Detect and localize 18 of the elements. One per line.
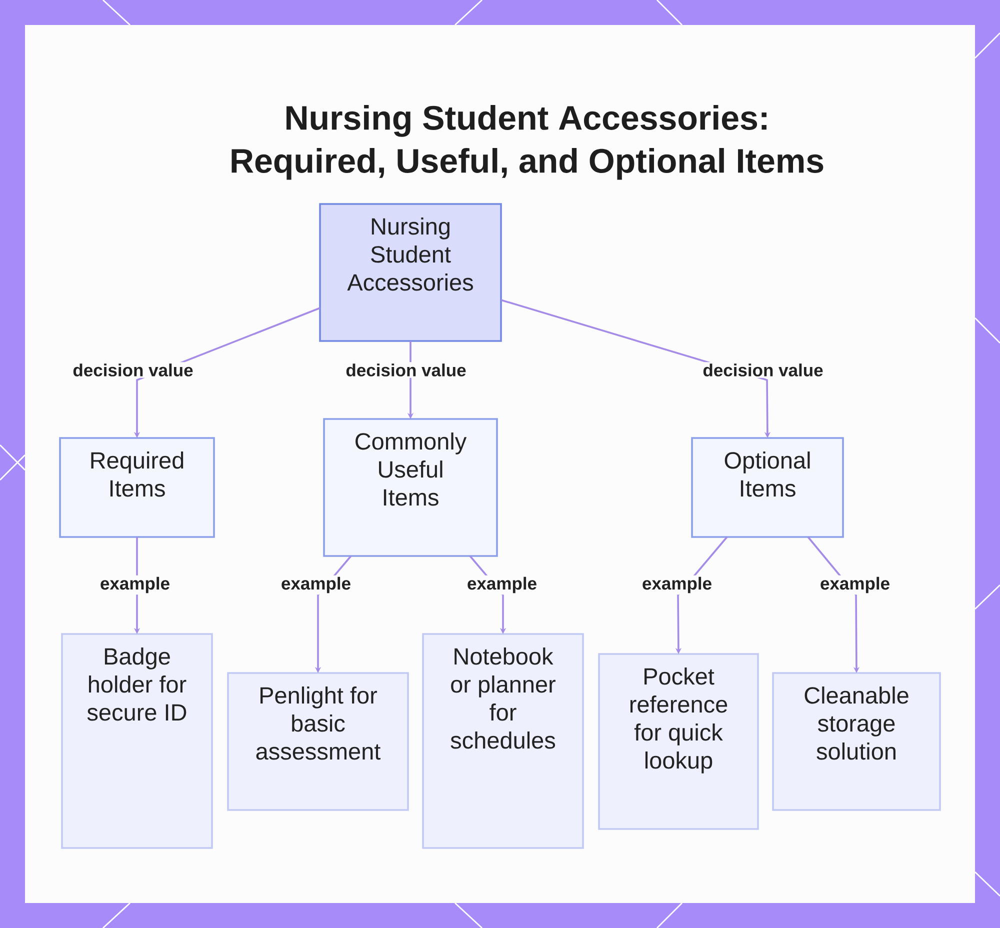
edge-label: decision value (71, 362, 195, 378)
edge-label: example (640, 575, 714, 595)
edge-label: example (279, 575, 353, 595)
item-box: Pocket reference for quick lookup (598, 653, 759, 830)
edge-label: example (818, 575, 892, 595)
item-box: Badge holder for secure ID (61, 633, 213, 849)
edge-label: decision value (344, 362, 468, 378)
category-box: Commonly Useful Items (323, 418, 498, 557)
title: Nursing Student Accessories: Required, Useful, and Optional Items (232, 105, 824, 180)
category-box: Required Items (59, 437, 215, 538)
category-box: Optional Items (691, 437, 844, 538)
item-box: Penlight for basic assessment (227, 672, 409, 811)
edge-label: example (465, 575, 539, 595)
edge-label: decision value (701, 362, 825, 378)
edge-label: example (98, 575, 172, 595)
item-box: Notebook or planner for schedules (422, 633, 584, 849)
item-box: Cleanable storage solution (772, 672, 941, 811)
topic-box: Nursing Student Accessories (319, 203, 502, 342)
